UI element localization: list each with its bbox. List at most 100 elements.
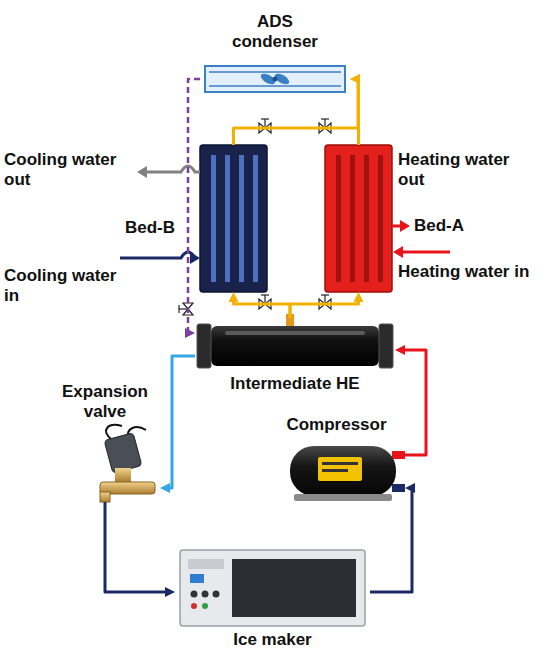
- condenser-tube: [209, 71, 341, 73]
- node-label: ADS condenser: [225, 12, 325, 51]
- connector-line: [290, 300, 359, 318]
- valve-handle: [321, 294, 329, 295]
- bed-fin: [239, 155, 244, 282]
- compressor-base: [294, 494, 392, 501]
- valve-bonnet: [115, 468, 131, 482]
- node-label: Expansion valve: [50, 382, 160, 421]
- connector-line: [234, 79, 359, 145]
- bed-shell: [325, 145, 392, 292]
- heat-exchanger-symbol: [197, 314, 393, 368]
- node-label: Compressor: [268, 415, 405, 435]
- flange: [197, 324, 211, 368]
- vapour-line: [234, 74, 361, 145]
- arrow-head: [165, 587, 175, 597]
- shell: [211, 326, 379, 366]
- connector-line: [105, 502, 167, 592]
- expansion-valve-symbol: [100, 425, 155, 502]
- compressor-plate: [318, 457, 362, 481]
- valve-node: Expansion valve: [50, 380, 160, 502]
- suction-stub: [392, 484, 405, 492]
- flow-label: Cooling water out: [4, 150, 134, 191]
- arrow-head: [405, 483, 415, 493]
- node-label: Ice maker: [175, 630, 370, 650]
- valve-fitting: [100, 492, 110, 502]
- indicator: [190, 574, 204, 583]
- vapour-line: [290, 292, 364, 318]
- connector-line: [234, 300, 291, 318]
- valve-handle: [261, 118, 269, 119]
- fan-hub: [273, 77, 278, 82]
- bed-fin: [350, 155, 355, 282]
- control-knob: [202, 591, 209, 598]
- arrow-head: [185, 328, 195, 338]
- control-button: [191, 603, 197, 609]
- heating-out-arrow: [392, 225, 401, 228]
- node-label: Bed-B: [125, 218, 187, 238]
- refrigerant-line: [105, 502, 175, 597]
- adsorber-bed-a: [325, 145, 392, 292]
- ice-maker-node: Ice maker: [175, 546, 370, 654]
- plate-mark: [322, 462, 358, 465]
- refrigerant-line: [370, 483, 415, 592]
- bed-fin: [253, 155, 258, 282]
- bed-fin: [364, 155, 369, 282]
- condensate-line: [185, 79, 200, 338]
- plate-mark: [322, 469, 348, 472]
- bed-node: Bed-B: [125, 145, 267, 292]
- fan-blade: [259, 72, 277, 87]
- node-label: Intermediate HE: [195, 374, 395, 394]
- compressor-node: Compressor: [268, 415, 405, 505]
- compressor-body: [290, 446, 396, 496]
- vapour-line: [350, 74, 360, 145]
- refrigerant-line: [395, 345, 426, 455]
- vapour-line: [229, 292, 291, 318]
- connector-line: [403, 350, 426, 455]
- control-button: [202, 603, 208, 609]
- arrow-head: [393, 246, 403, 258]
- condenser-tube: [209, 85, 341, 87]
- adsorber-bed-b: [200, 145, 267, 292]
- condenser-body: [205, 66, 345, 92]
- valve-symbols: [179, 119, 331, 315]
- bed-shell: [200, 145, 267, 292]
- condenser-symbol: [205, 66, 345, 92]
- flange: [379, 324, 393, 368]
- display-window: [232, 559, 356, 617]
- connector-line: [370, 488, 412, 592]
- ice-maker-body: [180, 550, 365, 626]
- cooling-in-arrow: [120, 252, 195, 258]
- display-strip: [188, 559, 224, 569]
- flow-label: Heating water out: [398, 150, 530, 191]
- valve-handle: [321, 118, 329, 119]
- bed-fin: [378, 155, 383, 282]
- connector-line: [188, 79, 200, 333]
- heating-in-arrow: [401, 251, 450, 254]
- node-label: Bed-A: [414, 216, 474, 236]
- condenser-node: ADS condenser: [200, 8, 350, 96]
- ice-maker-symbol: [180, 550, 365, 626]
- valve-stem: [179, 308, 188, 309]
- control-knob: [191, 591, 198, 598]
- bed-fin: [225, 155, 230, 282]
- arrow-head: [229, 292, 239, 302]
- fan-blade: [273, 72, 291, 87]
- arrow-head: [160, 483, 170, 493]
- arrow-head: [350, 74, 360, 84]
- solenoid-coil: [104, 433, 142, 474]
- cooling-out-arrow: [146, 166, 200, 172]
- valve-handle: [178, 305, 179, 313]
- connector-line: [357, 79, 361, 145]
- arrow-head: [350, 74, 360, 84]
- discharge-stub: [392, 451, 405, 459]
- refrigerant-line: [160, 356, 195, 493]
- control-knob: [213, 591, 220, 598]
- arrow-head: [137, 166, 147, 178]
- arrow-head: [190, 252, 200, 264]
- valve-handle: [261, 294, 269, 295]
- arrow-head: [400, 220, 410, 232]
- highlight: [225, 331, 365, 335]
- heat-exchanger-node: Intermediate HE: [195, 318, 395, 402]
